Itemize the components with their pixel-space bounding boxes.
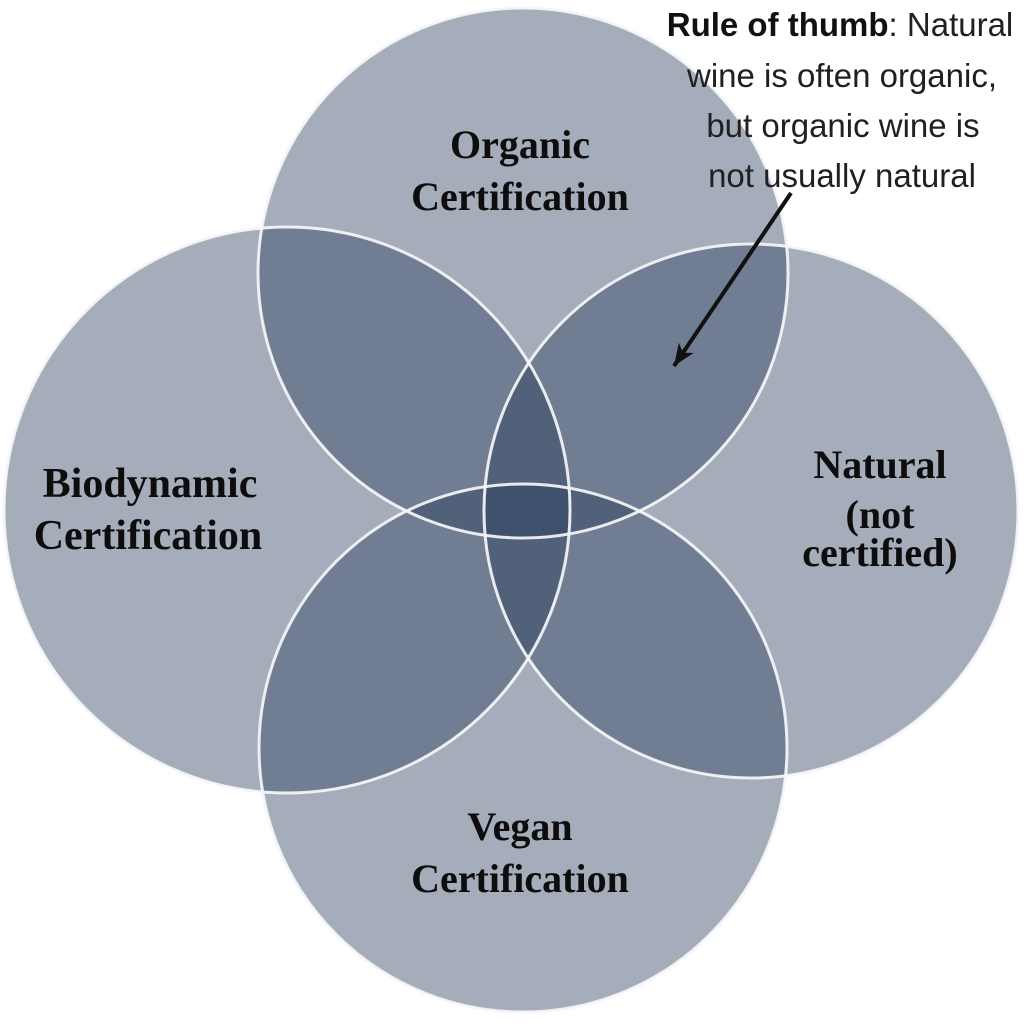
label-organic-line2: Certification [411,174,629,219]
label-biodynamic-line2: Certification [34,513,263,559]
circle-organic-fill [258,8,788,538]
annotation-arrow [672,191,793,368]
circle-natural-fill [484,244,1018,778]
circle-natural-outline [482,242,1020,780]
label-organic-line1: Organic [450,122,590,167]
label-vegan-certification: Vegan Certification [411,804,629,901]
label-organic-certification: Organic Certification [411,122,629,219]
annotation-line1: Rule of thumb: Natural [667,6,1014,43]
annotation-line1-bold: Rule of thumb [667,6,889,43]
annotation-line2: wine is often organic, [686,57,997,94]
label-natural-line2: (not [846,492,916,537]
circle-fills [4,8,1018,1012]
label-biodynamic-certification: Biodynamic Certification [34,461,263,559]
circle-labels: Organic Certification Biodynamic Certifi… [34,122,958,901]
circle-biodynamic-outline [2,225,572,795]
label-natural-line3: certified) [802,530,957,575]
label-vegan-line2: Certification [411,856,629,901]
annotation-line1-rest: : Natural [889,6,1014,43]
label-vegan-line1: Vegan [467,804,572,849]
annotation-text: Rule of thumb: Natural wine is often org… [667,6,1014,194]
annotation-line3: but organic wine is [706,107,979,144]
circle-organic-outline [256,6,790,540]
annotation-line4: not usually natural [708,157,976,194]
label-natural-line1: Natural [813,442,946,487]
label-biodynamic-line1: Biodynamic [43,461,258,507]
circle-vegan-fill [259,484,787,1012]
circle-vegan-outline [257,482,789,1014]
circle-biodynamic-fill [4,227,570,793]
circle-outlines [2,6,1020,1014]
label-natural-not-certified: Natural (not certified) [802,442,957,575]
